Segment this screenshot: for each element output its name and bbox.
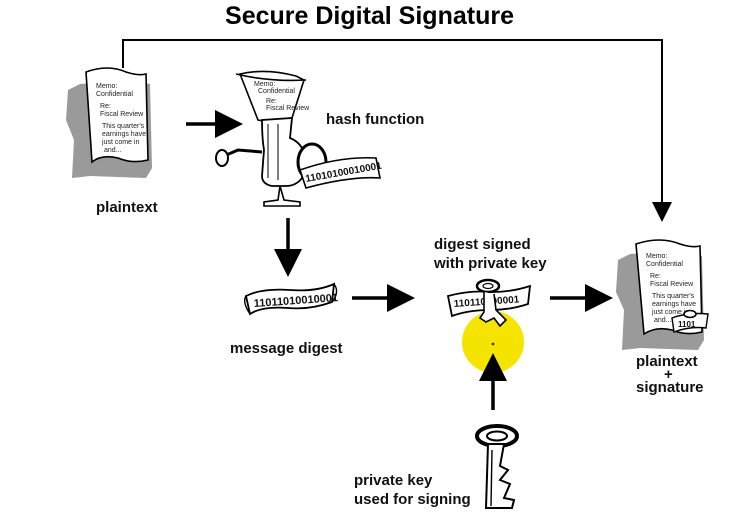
signed-digest-icon: 110110100001 [446,278,532,328]
label-signed-plaintext-line-1: plaintext [636,353,698,370]
grinder-memo-line-1: Memo: [254,81,275,88]
signature-stamp-bits: 1101 [678,320,696,329]
memo-line-2: Confidential [96,91,133,98]
message-digest-ribbon-icon: 11011010010001 [243,282,338,316]
plaintext-bypass-connector [122,39,672,222]
signed-memo-line-8: and... [654,317,672,324]
label-digest-signed-line-2: with private key [434,255,547,272]
label-signed-plaintext-line-3: signature [636,379,704,396]
memo-line-4: Fiscal Review [100,111,144,118]
grinder-memo-line-3: Re: [266,98,277,105]
memo-line-6: earnings have [102,131,146,138]
signed-memo-line-7: just come in [651,309,689,316]
memo-line-7: just come in [101,139,139,146]
private-key-icon [475,424,519,509]
diagram-title: Secure Digital Signature [225,2,514,30]
label-message-digest: message digest [230,340,343,357]
grinder-memo-line-2: Confidential [258,88,295,95]
label-hash-function: hash function [326,111,425,128]
signed-memo-line-1: Memo: [646,253,667,260]
grinder-memo-line-4: Fiscal Review [266,105,310,112]
memo-line-1: Memo: [96,83,117,90]
label-private-key-line-1: private key [354,472,433,489]
signed-memo-line-2: Confidential [646,261,683,268]
signed-memo-line-4: Fiscal Review [650,281,694,288]
label-private-key-line-2: used for signing [354,491,471,508]
label-digest-signed-line-1: digest signed [434,236,531,253]
message-digest-bits: 11011010010001 [253,292,338,310]
signed-memo-line-5: This quarter's [652,293,695,300]
label-plaintext: plaintext [96,199,158,216]
plaintext-document-icon: Memo: Confidential Re: Fiscal Review Thi… [66,67,152,178]
signed-memo-line-6: earnings have [652,301,696,308]
memo-line-3: Re: [100,103,111,110]
memo-line-8: and... [104,147,122,154]
signing-highlight [462,311,524,373]
signed-document-icon: Memo: Confidential Re: Fiscal Review Thi… [616,239,709,350]
label-signed-plaintext-line-2: + [664,366,673,383]
signing-highlight-dot [491,342,495,346]
signed-memo-line-3: Re: [650,273,661,280]
hash-function-grinder-icon: Memo: Confidential Re: Fiscal Review 110… [215,70,383,207]
memo-line-5: This quarter's [102,123,145,130]
